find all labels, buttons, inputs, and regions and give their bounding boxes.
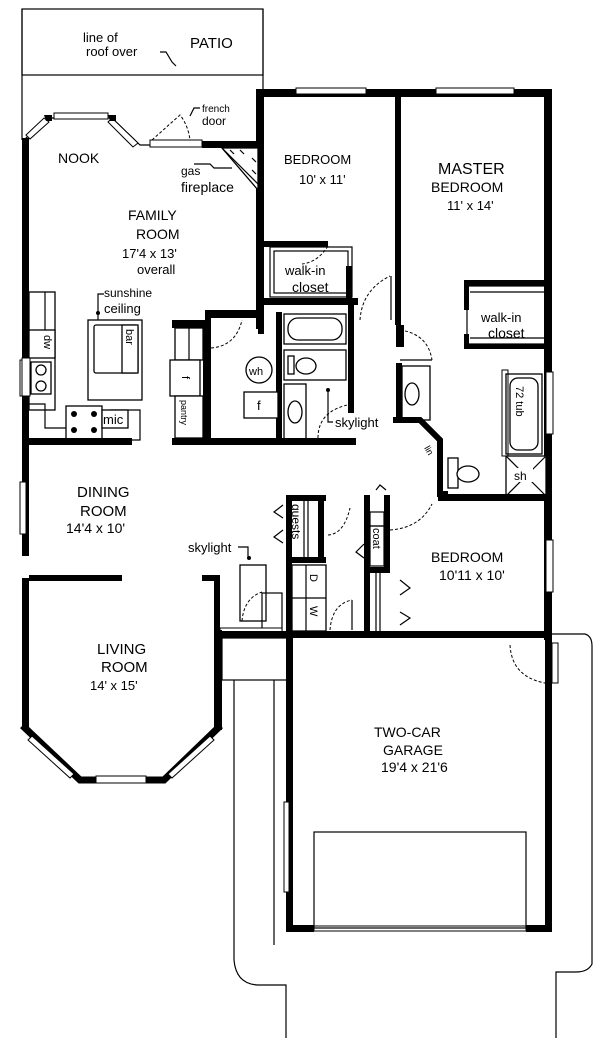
entry: skylight — [188, 540, 283, 635]
nook-label: NOOK — [58, 150, 100, 166]
roof-note-line1: line of — [83, 30, 118, 45]
master-bedroom: MASTER BEDROOM 11' x 14' walk-in closet — [399, 161, 547, 361]
master-bath: lin 72 tub sh — [393, 363, 548, 501]
dishwasher-label: dw — [41, 335, 53, 349]
garage-name-line1: TWO-CAR — [374, 724, 441, 740]
sunshine-ceiling-line1: sunshine — [104, 286, 152, 300]
walk-in-closet-label-line2: closet — [292, 279, 329, 295]
washer-label: W — [307, 606, 319, 617]
french-door-label-line2: door — [202, 114, 226, 128]
fridge-label: f — [179, 376, 191, 380]
walkway — [221, 637, 289, 1038]
living-room: LIVING ROOM 14' x 15' — [20, 578, 223, 784]
bedroom-3-name: BEDROOM — [431, 549, 503, 565]
walk-in-closet-label-line1: walk-in — [284, 263, 325, 278]
dining-room: DINING ROOM 14'4 x 10' — [29, 484, 220, 581]
living-room-name-line2: ROOM — [101, 659, 148, 676]
french-door-swing — [151, 114, 191, 141]
coat-closet-label: coat — [370, 528, 382, 549]
bedroom-2-name: BEDROOM — [284, 152, 351, 167]
master-closet-label-line2: closet — [488, 325, 525, 341]
water-heater-icon — [245, 356, 273, 384]
garage-size: 19'4 x 21'6 — [381, 759, 448, 775]
fireplace-label-line2: fireplace — [181, 179, 234, 195]
french-door-label-line1: french — [202, 104, 230, 115]
gas-fireplace: gas fireplace — [181, 147, 259, 195]
microwave-label: mic — [103, 412, 124, 427]
guests-closet-label: guests — [289, 504, 303, 539]
hall-bath: skylight — [276, 305, 379, 444]
family-room-size: 17'4 x 13' — [122, 246, 177, 261]
master-bedroom-name-line1: MASTER — [438, 161, 505, 178]
shower-label: sh — [514, 469, 527, 483]
garage: TWO-CAR GARAGE 19'4 x 21'6 — [283, 631, 593, 1038]
garage-name-line2: GARAGE — [383, 742, 443, 758]
roof-leader-arrow-icon — [160, 51, 177, 67]
bedroom-3: BEDROOM 10'11 x 10' — [431, 500, 554, 640]
furnace-icon — [243, 391, 279, 419]
bedroom-3-size: 10'11 x 10' — [439, 567, 505, 583]
master-closet-label-line1: walk-in — [480, 310, 521, 325]
nook-window-right — [107, 117, 139, 148]
linen-label: lin — [422, 444, 435, 457]
bedroom-2: BEDROOM 10' x 11' walk-in closet — [262, 152, 392, 321]
tub-label: 72 tub — [513, 386, 525, 417]
dining-room-name-line1: DINING — [77, 484, 130, 501]
living-room-size: 14' x 15' — [90, 678, 138, 693]
bar-label: bar — [123, 329, 135, 345]
closets: guests coat D W — [272, 484, 433, 640]
pantry-label: pantry — [179, 400, 189, 426]
hall-skylight-label: skylight — [335, 415, 379, 430]
roof-note-line2: roof over — [86, 44, 138, 59]
kitchen: dw mic bar sunshine ceiling f pantry — [21, 286, 210, 441]
utility-closet: wh f — [205, 310, 279, 442]
furnace-label: f — [257, 398, 261, 413]
family-room-name-line1: FAMILY — [128, 207, 177, 223]
family-room: FAMILY ROOM 17'4 x 13' overall — [122, 207, 180, 277]
sunshine-ceiling-line2: ceiling — [104, 301, 141, 316]
family-room-name-line2: ROOM — [136, 226, 180, 242]
patio: line of roof over PATIO — [21, 8, 264, 140]
master-bedroom-name-line2: BEDROOM — [431, 179, 503, 195]
fireplace-label-line1: gas — [181, 164, 200, 178]
master-bedroom-size: 11' x 14' — [447, 198, 494, 213]
nook-bay: french door — [25, 104, 262, 148]
cooktop-icon — [65, 405, 103, 441]
bedroom-2-size: 10' x 11' — [299, 172, 346, 187]
fridge-icon — [169, 359, 201, 397]
dining-room-name-line2: ROOM — [80, 503, 127, 520]
nook-window-top — [53, 112, 109, 120]
exterior-walls — [19, 87, 554, 556]
dining-room-size: 14'4 x 10' — [66, 520, 125, 536]
dryer-label: D — [307, 574, 319, 582]
living-room-name-line1: LIVING — [97, 641, 146, 658]
nook-window-left — [25, 117, 50, 140]
patio-label: PATIO — [190, 35, 233, 52]
family-room-note: overall — [137, 262, 175, 277]
water-heater-label: wh — [248, 366, 263, 378]
french-door-threshold — [149, 139, 203, 148]
entry-skylight-label: skylight — [188, 540, 232, 555]
